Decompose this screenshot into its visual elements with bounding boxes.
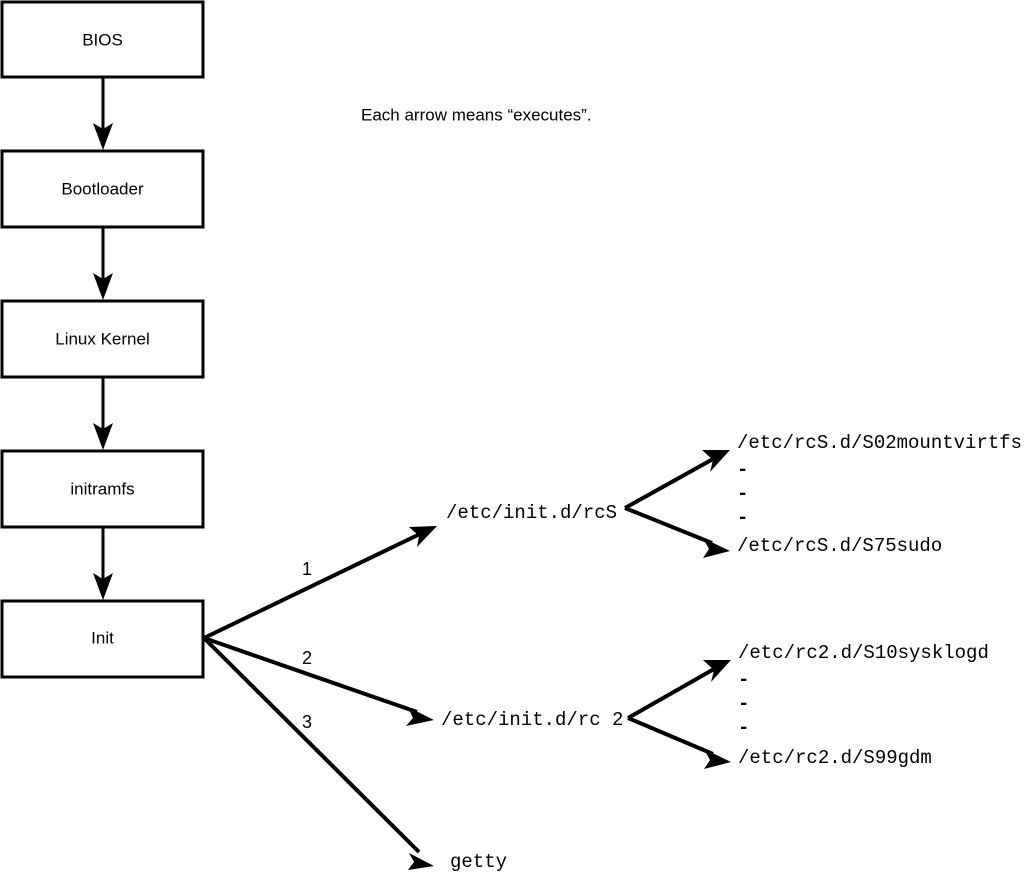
node-initramfs-box	[0, 449, 205, 529]
branch-3-arrow	[202, 636, 434, 870]
node-initramfs: initramfs	[0, 449, 205, 529]
node-init-label: Init	[91, 628, 114, 647]
rcs-first-script-label: /etc/rcS.d/S02mountvirtfs	[737, 432, 1022, 454]
node-bootloader-label: Bootloader	[61, 179, 144, 198]
rcs-ellipsis-dash-1: -	[737, 459, 748, 481]
arrowhead-icon	[409, 526, 437, 547]
rc2-branch-last-arrow	[627, 716, 731, 769]
rc2-ellipsis-dash-1: -	[738, 669, 749, 691]
branch-2-arrow	[203, 636, 434, 726]
rc2-ellipsis-dash-2: -	[738, 693, 749, 715]
arrow-bios-to-bootloader	[93, 77, 113, 150]
rcs-last-script-label: /etc/rcS.d/S75sudo	[737, 535, 942, 557]
arrowhead-icon	[703, 538, 730, 558]
node-linux-kernel-label: Linux Kernel	[55, 329, 150, 348]
arrow-bootloader-to-kernel	[93, 227, 113, 300]
rcs-ellipsis-dash-3: -	[737, 507, 748, 529]
arrowhead-icon	[702, 450, 730, 472]
arrowhead-icon	[406, 707, 434, 726]
arrowhead-icon	[93, 123, 113, 150]
branch-2-target-label: /etc/init.d/rc 2	[441, 709, 623, 731]
diagram-caption: Each arrow means “executes”.	[361, 105, 592, 124]
branch-1-target-label: /etc/init.d/rcS	[446, 502, 617, 524]
branch-3-target-label: getty	[450, 851, 507, 873]
rc2-branch-first-arrow	[627, 660, 731, 720]
arrowhead-icon	[704, 749, 731, 769]
arrowhead-icon	[93, 573, 113, 600]
rc2-ellipsis-dash-3: -	[738, 717, 749, 739]
rc2-last-script-label: /etc/rc2.d/S99gdm	[738, 747, 932, 769]
arrow-kernel-to-initramfs	[93, 377, 113, 450]
rcs-branch-last-arrow	[624, 506, 730, 558]
node-bios-label: BIOS	[82, 30, 123, 49]
node-init-box	[0, 599, 205, 679]
node-bios-box	[0, 0, 205, 79]
arrowhead-icon	[703, 660, 731, 682]
arrow-initramfs-to-init	[93, 527, 113, 600]
branch-1-arrow	[203, 526, 437, 640]
rcs-branch-first-arrow	[624, 450, 730, 510]
node-bootloader-box	[0, 149, 205, 229]
branch-1-number: 1	[302, 559, 312, 579]
arrowhead-icon	[408, 853, 434, 870]
rcs-ellipsis-dash-2: -	[737, 483, 748, 505]
branch-3-number: 3	[302, 712, 312, 732]
arrowhead-icon	[93, 423, 113, 450]
node-bios: BIOS	[0, 0, 205, 79]
branch-2-number: 2	[302, 648, 312, 668]
node-init: Init	[0, 599, 205, 679]
node-bootloader: Bootloader	[0, 149, 205, 229]
rc2-first-script-label: /etc/rc2.d/S10sysklogd	[738, 642, 989, 664]
node-initramfs-label: initramfs	[70, 479, 134, 498]
node-linux-kernel: Linux Kernel	[0, 299, 205, 379]
arrowhead-icon	[93, 273, 113, 300]
